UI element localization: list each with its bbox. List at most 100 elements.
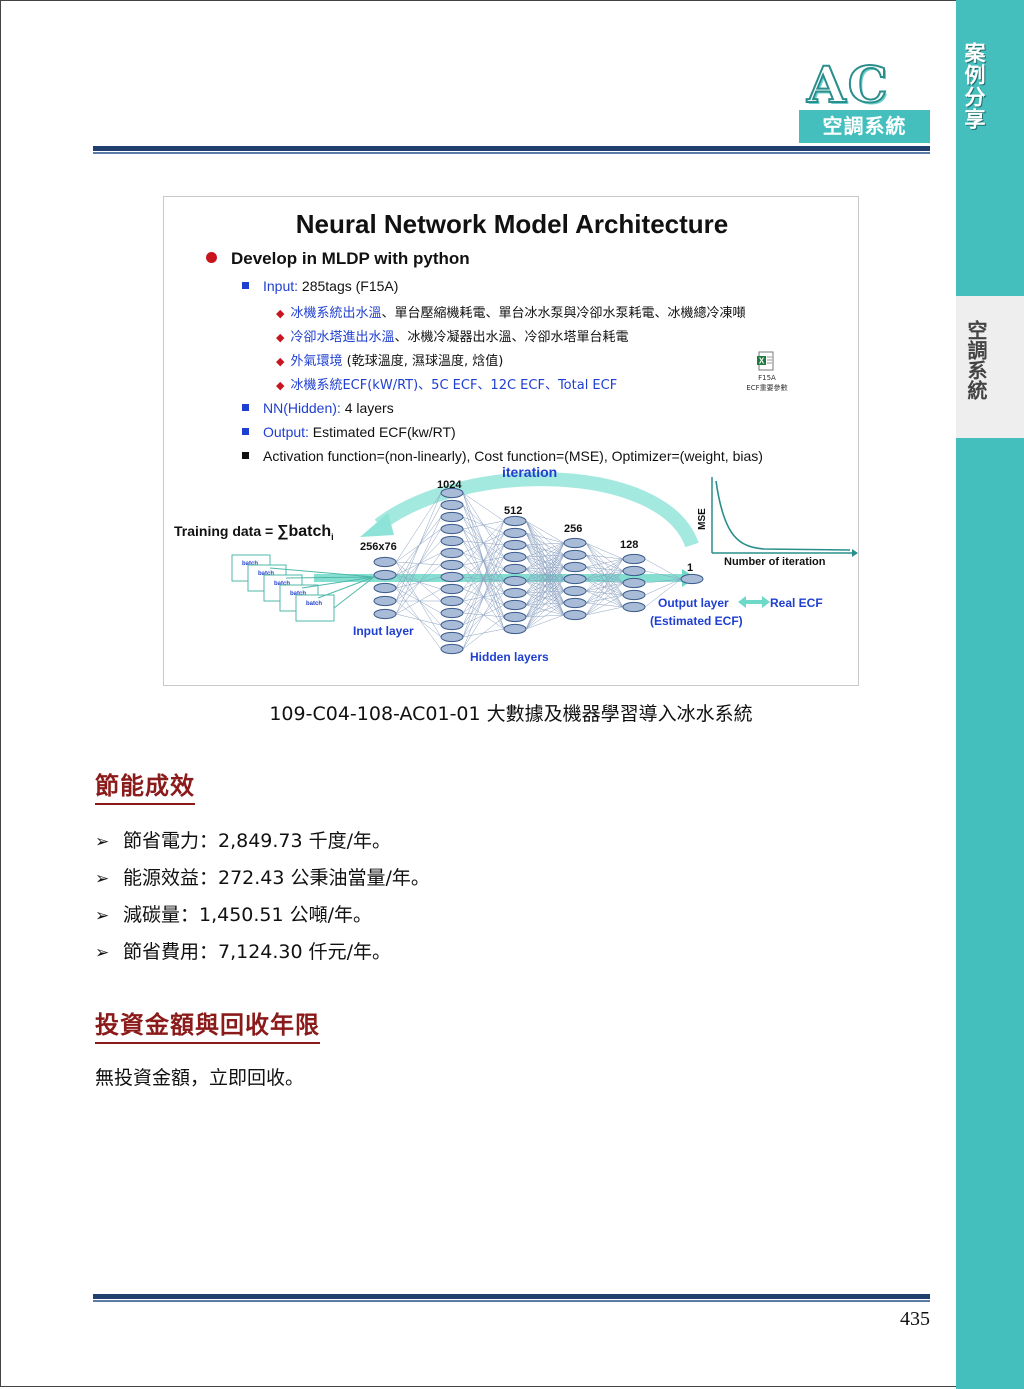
nn-edge	[395, 574, 442, 590]
diamond-bullet-icon: ◆	[276, 307, 285, 320]
nn-node	[440, 583, 464, 595]
nn-node	[373, 595, 397, 607]
nn-node	[440, 523, 464, 535]
iteration-arrow-head	[360, 513, 394, 537]
nn-node	[503, 539, 527, 551]
nn-node	[622, 577, 646, 589]
savings-item-text: 能源效益：272.43 公秉油當量/年。	[123, 867, 430, 889]
blue-square-bullet-icon	[242, 404, 249, 411]
excel-file-icon[interactable]: X	[756, 351, 774, 371]
ac-logo-subtitle: 空調系統	[799, 110, 930, 143]
training-data-label: Training data = ∑batchi	[174, 523, 334, 542]
nn-edge	[525, 590, 565, 630]
nn-node	[373, 569, 397, 581]
nn-edge	[585, 582, 624, 616]
nn-edge	[395, 600, 442, 638]
nn-edge	[525, 542, 565, 558]
nn-node	[622, 565, 646, 577]
nn-edge	[525, 542, 565, 594]
side-tab-active-chapter[interactable]: 空調系統	[956, 296, 1024, 438]
nn-node	[563, 609, 587, 621]
input-item-highlight: 外氣環境	[290, 354, 343, 369]
nn-node	[503, 599, 527, 611]
nn-edge	[462, 520, 505, 602]
nn-edge	[395, 552, 442, 615]
input-item: ◆冷卻水塔進出水溫、冰機冷凝器出水溫、冷卻水塔單台耗電	[276, 326, 629, 345]
input-item-highlight: 冷卻水塔進出水溫	[290, 330, 395, 345]
nn-edge	[585, 558, 624, 616]
nn-edge	[395, 576, 442, 589]
nn-edge	[525, 614, 565, 630]
input-layer-label: Input layer	[353, 624, 414, 638]
hidden-layers-label: Hidden layers	[470, 650, 549, 664]
nn-node	[440, 607, 464, 619]
nn-node	[563, 573, 587, 585]
nn-node	[440, 631, 464, 643]
nn-edge	[644, 570, 682, 580]
neural-network-diagram: iteration Training data = ∑batchi batch …	[174, 467, 858, 664]
footer-rule-thick	[93, 1294, 930, 1299]
nn-edge	[395, 492, 442, 563]
svg-text:batch: batch	[274, 581, 290, 587]
hidden-key: NN(Hidden):	[263, 400, 341, 416]
nn-edge	[585, 558, 624, 568]
nn-node	[563, 549, 587, 561]
nn-edge	[525, 542, 565, 606]
batch-box: batch	[295, 594, 335, 622]
input-item: ◆冰機系統出水溫、單台壓縮機耗電、單台冰水泵與冷卻水泵耗電、冰機總冷凍噸	[276, 302, 746, 321]
nn-edge	[395, 540, 442, 589]
output-key: Output:	[263, 424, 309, 440]
nn-node	[373, 608, 397, 620]
nn-node	[373, 582, 397, 594]
nn-node	[680, 573, 704, 585]
nn-node	[440, 643, 464, 655]
slide-main-bullet: Develop in MLDP with python	[206, 249, 470, 269]
blue-square-bullet-icon	[242, 282, 249, 289]
page-number: 435	[900, 1308, 930, 1330]
nn-edge	[585, 558, 624, 580]
training-data-subscript: i	[331, 532, 334, 542]
attachment-desc: ECF重要參數	[746, 384, 788, 392]
input-item-rest: 、冰機冷凝器出水溫、冷卻水塔單台耗電	[394, 330, 629, 345]
nn-edge	[462, 520, 505, 638]
arrow-bullet-icon: ➢	[95, 943, 110, 963]
nn-edge	[525, 542, 565, 630]
mse-axis-label: MSE	[697, 508, 708, 530]
nn-edge	[585, 570, 624, 616]
mse-x-axis-arrowhead	[852, 549, 858, 557]
nn-edge	[395, 492, 442, 602]
nn-node	[622, 589, 646, 601]
ac-logo: AC	[806, 55, 890, 114]
nn-node	[503, 575, 527, 587]
nn-edge	[395, 613, 442, 626]
black-square-bullet-icon	[242, 452, 249, 459]
training-data-text: Training data =	[174, 523, 277, 539]
nn-edge	[525, 602, 565, 630]
input-item-rest: 、單台壓縮機耗電、單台冰水泵與冷卻水泵耗電、冰機總冷凍噸	[381, 306, 746, 321]
nn-node	[440, 499, 464, 511]
slide-hidden-bullet: NN(Hidden): 4 layers	[242, 400, 394, 416]
nn-node	[440, 559, 464, 571]
nn-node	[563, 537, 587, 549]
slide-main-bullet-text: Develop in MLDP with python	[231, 249, 470, 268]
savings-heading: 節能成效	[95, 766, 195, 805]
forward-flow-arrow	[314, 574, 684, 582]
arrow-bullet-icon: ➢	[95, 906, 110, 926]
activation-text: Activation function=(non-linearly), Cost…	[263, 448, 763, 464]
nn-node	[563, 597, 587, 609]
output-value: Estimated ECF(kw/RT)	[308, 424, 456, 440]
input-item-highlight: 冰機系統ECF(kW/RT)、5C ECF、12C ECF、Total ECF	[290, 378, 618, 393]
nn-edge	[644, 578, 682, 596]
svg-text:batch: batch	[290, 591, 306, 597]
layer-size-label: 1	[687, 562, 693, 574]
nn-edge	[395, 516, 442, 615]
slide-activation-bullet: Activation function=(non-linearly), Cost…	[242, 448, 763, 464]
nn-edge	[644, 578, 682, 608]
nn-node	[440, 547, 464, 559]
svg-text:batch: batch	[242, 561, 258, 567]
nn-node	[440, 511, 464, 523]
nn-edge	[525, 566, 565, 630]
nn-edge	[525, 542, 565, 618]
svg-text:X: X	[759, 357, 765, 366]
nn-node	[563, 561, 587, 573]
